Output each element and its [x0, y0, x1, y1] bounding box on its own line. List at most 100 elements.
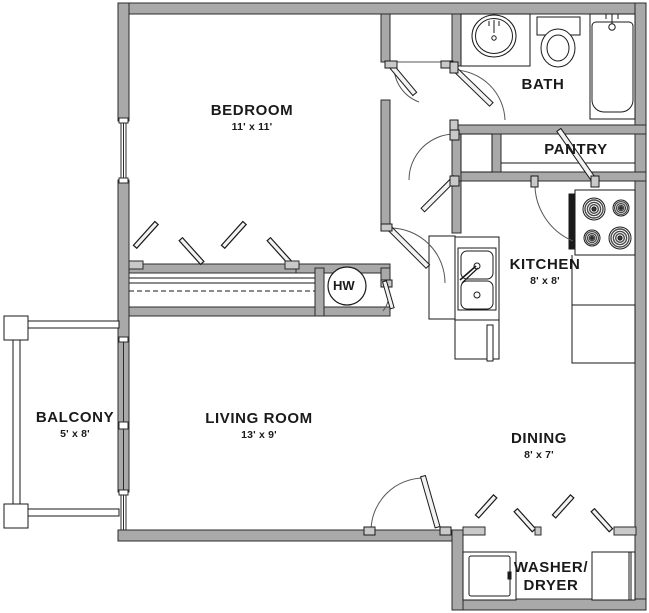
entry-door-arc [370, 477, 425, 532]
wall-pantry-bottom [451, 171, 647, 182]
wall-bottom-laundry [451, 598, 647, 611]
balcony-rail-left [12, 339, 21, 505]
wall-top-exterior [117, 2, 647, 15]
wall-right-exterior [634, 2, 647, 611]
balcony-structure [3, 315, 120, 529]
bath-door-jamb-top [449, 61, 459, 74]
room-name: KITCHEN [509, 256, 581, 273]
closet-door-jamb-r [284, 260, 300, 270]
wall-bath-bottom [451, 124, 647, 135]
pantry-left-cell [460, 133, 493, 173]
kitchen-faucet-icon [459, 265, 477, 281]
wall-bottom-living [117, 529, 459, 542]
wall-left-upper [117, 2, 130, 122]
balcony-post-top [3, 315, 29, 341]
laundry-jamb-l [462, 526, 486, 536]
entry-door-jamb-l [363, 526, 376, 536]
kitchen-door-arc [534, 180, 574, 242]
living-window-jamb-mid [118, 421, 129, 430]
burner-icon [583, 229, 601, 247]
hw-door-panel [381, 280, 395, 310]
wall-hw-left [314, 267, 325, 317]
balcony-rail-bottom [27, 508, 120, 517]
room-label-bath: BATH [503, 76, 583, 93]
kitchen-door-jamb-r [590, 175, 600, 188]
hall-door-arc [408, 133, 456, 181]
water-heater-icon [327, 266, 367, 306]
room-label-bedroom: BEDROOM 11' x 11' [172, 102, 332, 133]
sink-drain-icon [491, 35, 497, 41]
door-group [128, 60, 637, 536]
room-dims: 11' x 11' [231, 121, 273, 134]
kitchen-base-cabinet [486, 324, 494, 362]
wall-hw-bottom [323, 306, 391, 317]
interior-lines [129, 13, 636, 601]
room-name: PANTRY [544, 141, 608, 158]
wall-laundry-left [451, 529, 464, 611]
bedroom-living-door-panel [385, 224, 431, 270]
room-name-line1: WASHER/ [513, 559, 589, 576]
room-name: LIVING ROOM [205, 410, 313, 427]
room-name-line2: DRYER [523, 577, 579, 595]
toilet-seat-icon [546, 34, 570, 62]
wall-hall-kitchen-2 [451, 180, 462, 234]
entry-door-jamb-r [439, 526, 452, 536]
water-heater-label: HW [333, 278, 355, 293]
room-label-washer-dryer: WASHER/ DRYER [491, 559, 611, 596]
bedroom-window-jamb-bot [118, 177, 129, 184]
hall-door-jamb-b [449, 175, 460, 187]
room-label-dining: DINING 8' x 7' [479, 430, 599, 461]
wall-pantry-divider [491, 133, 502, 173]
bedroom-window-jamb-top [118, 117, 129, 124]
wall-bedroom-hall-2 [380, 99, 391, 229]
room-label-pantry: PANTRY [516, 141, 636, 158]
living-window-jamb-top [118, 336, 129, 343]
sink-basin-lower-icon [460, 280, 494, 310]
room-name: DINING [510, 430, 568, 447]
room-label-living-room: LIVING ROOM 13' x 9' [169, 410, 349, 441]
bedroom-door-jamb-l [384, 60, 398, 69]
wall-bath-left [451, 13, 462, 67]
bath-door-arc [454, 69, 506, 121]
washer-handle-icon [507, 571, 512, 580]
bathtub-icon [591, 21, 634, 113]
burner-icon [612, 199, 630, 217]
bl-door-jamb-a [380, 223, 393, 232]
room-dims: 5' x 8' [60, 428, 90, 441]
closet-bifold-door [220, 220, 293, 266]
kitchen-door-jamb-l [530, 175, 539, 188]
wall-bedroom-hall [380, 13, 391, 63]
room-name: BATH [521, 76, 565, 93]
laundry-bifold-door [551, 494, 614, 533]
balcony-post-bottom [3, 503, 29, 529]
dryer-body [591, 551, 636, 601]
wall-hall-kitchen [451, 133, 462, 182]
room-dims: 8' x 8' [530, 275, 560, 288]
burner-icon [582, 197, 606, 221]
laundry-jamb-r [613, 526, 637, 536]
room-label-balcony: BALCONY 5' x 8' [15, 409, 135, 440]
living-window-jamb-bot [118, 489, 129, 496]
laundry-bifold-door [474, 494, 537, 533]
wall-hw-right [380, 267, 391, 281]
laundry-jamb-m [534, 526, 542, 536]
hall-door-jamb-a [449, 129, 460, 141]
entry-door-panel [419, 474, 441, 529]
window-group [118, 117, 129, 531]
kitchen-faucet-icon-2 [461, 267, 479, 284]
closet-door-jamb-l [128, 260, 144, 270]
room-dims: 8' x 7' [524, 449, 554, 462]
refrigerator-body [571, 304, 636, 364]
room-dims: 13' x 9' [241, 429, 277, 442]
range-backsplash [568, 193, 576, 250]
room-label-kitchen: KITCHEN 8' x 8' [485, 256, 605, 287]
room-name: BALCONY [35, 409, 115, 426]
room-name: BEDROOM [210, 102, 294, 119]
wall-closet-bottom [128, 306, 325, 317]
bath-door-jamb-bot [449, 119, 459, 132]
burner-icon [608, 226, 632, 250]
bedroom-living-door-arc [389, 227, 446, 284]
balcony-rail-top [27, 320, 120, 329]
